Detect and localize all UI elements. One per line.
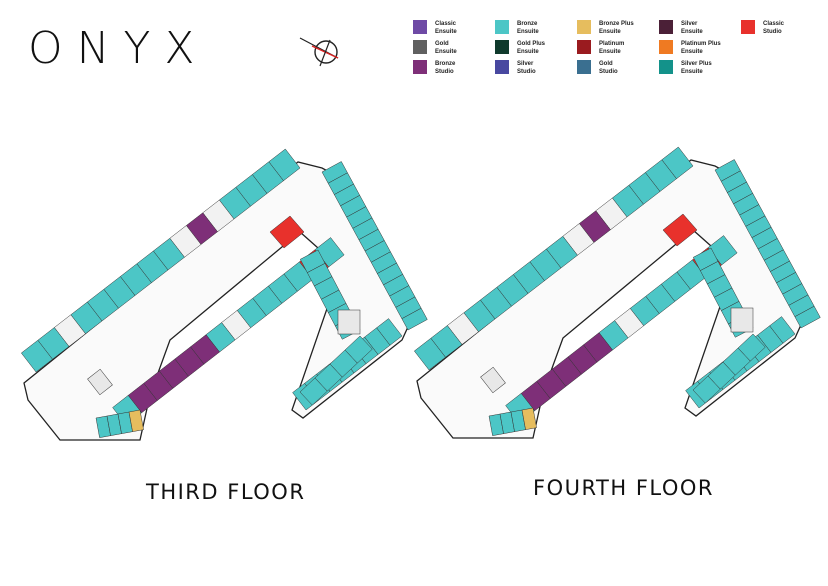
legend-item: Bronze Studio bbox=[413, 60, 490, 76]
legend-item: Silver Plus Ensuite bbox=[659, 60, 736, 76]
legend-item: Platinum Plus Ensuite bbox=[659, 40, 736, 56]
legend-swatch bbox=[659, 40, 673, 54]
legend-label: Platinum Plus Ensuite bbox=[681, 41, 721, 55]
legend-label: Classic Ensuite bbox=[435, 21, 457, 35]
room bbox=[521, 407, 537, 430]
stair-core bbox=[480, 366, 506, 394]
stair-core bbox=[87, 368, 113, 396]
legend-label: Silver Ensuite bbox=[681, 21, 703, 35]
legend-label: Gold Studio bbox=[599, 61, 618, 75]
room bbox=[128, 409, 144, 432]
legend-item: Classic Studio bbox=[741, 20, 818, 36]
legend-swatch bbox=[659, 60, 673, 74]
stair-core bbox=[730, 307, 754, 333]
onyx-logo: ONYX bbox=[28, 23, 209, 74]
third-floor-title: THIRD FLOOR bbox=[146, 480, 306, 504]
legend-swatch bbox=[495, 60, 509, 74]
room bbox=[692, 375, 721, 404]
legend-label: Gold Plus Ensuite bbox=[517, 41, 546, 55]
floor-plan-third bbox=[20, 148, 428, 441]
stair-core bbox=[337, 309, 361, 335]
legend-item: Silver Ensuite bbox=[659, 20, 736, 36]
legend-swatch bbox=[495, 20, 509, 34]
legend-item: Bronze Ensuite bbox=[495, 20, 572, 36]
legend-item: Platinum Ensuite bbox=[577, 40, 654, 56]
legend-swatch bbox=[413, 40, 427, 54]
legend-swatch bbox=[413, 60, 427, 74]
legend-swatch bbox=[659, 20, 673, 34]
room bbox=[401, 307, 428, 331]
legend-swatch bbox=[741, 20, 755, 34]
legend-item: Classic Ensuite bbox=[413, 20, 490, 36]
legend-item: Gold Studio bbox=[577, 60, 654, 76]
legend-label: Silver Studio bbox=[517, 61, 536, 75]
legend-item: Gold Ensuite bbox=[413, 40, 490, 56]
legend-item: Gold Plus Ensuite bbox=[495, 40, 572, 56]
room bbox=[413, 337, 446, 371]
floor-plan-fourth bbox=[413, 146, 821, 439]
legend-label: Platinum Ensuite bbox=[599, 41, 625, 55]
legend-label: Bronze Plus Ensuite bbox=[599, 21, 634, 35]
legend-swatch bbox=[413, 20, 427, 34]
room bbox=[794, 305, 821, 329]
legend-swatch bbox=[577, 20, 591, 34]
room bbox=[20, 339, 53, 373]
legend-label: Classic Studio bbox=[763, 21, 785, 35]
north-arrow-compass-icon bbox=[299, 37, 339, 67]
legend-label: Bronze Ensuite bbox=[517, 21, 539, 35]
legend-item: Silver Studio bbox=[495, 60, 572, 76]
legend-label: Gold Ensuite bbox=[435, 41, 457, 55]
fourth-floor-title: FOURTH FLOOR bbox=[533, 476, 715, 500]
legend-label: Bronze Studio bbox=[435, 61, 456, 75]
legend-swatch bbox=[577, 60, 591, 74]
legend-swatch bbox=[577, 40, 591, 54]
legend-label: Silver Plus Ensuite bbox=[681, 61, 712, 75]
room bbox=[269, 215, 305, 249]
room bbox=[299, 377, 328, 406]
legend-item: Bronze Plus Ensuite bbox=[577, 20, 654, 36]
legend-swatch bbox=[495, 40, 509, 54]
room bbox=[662, 213, 698, 247]
